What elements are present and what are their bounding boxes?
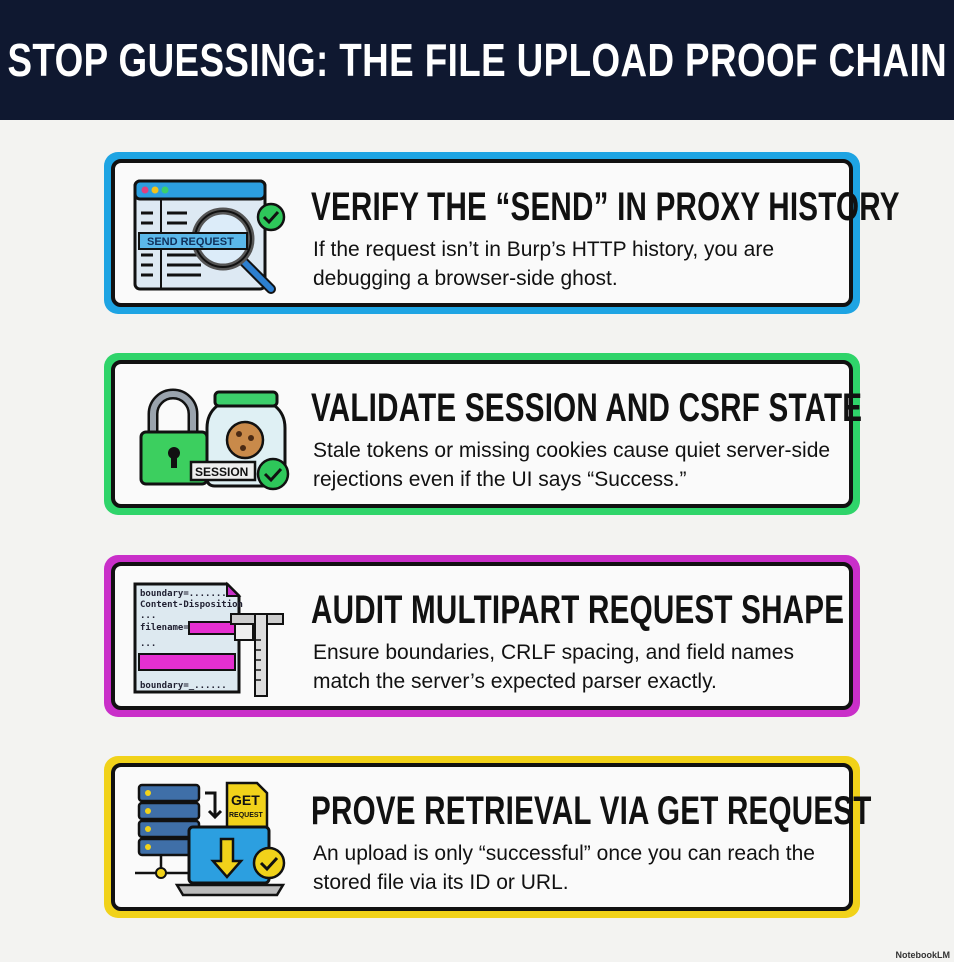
multipart-caliper-icon: boundary=....... Content-Disposition ...…	[133, 581, 284, 697]
page-title: STOP GUESSING: THE FILE UPLOAD PROOF CHA…	[7, 34, 947, 86]
browser-magnifier-check-icon: SEND REQUEST	[133, 179, 286, 294]
card-body: An upload is only “successful” once you …	[313, 842, 815, 894]
server-laptop-download-icon: GET REQUEST	[135, 781, 286, 897]
card-verify-send: SEND REQUEST VERIFY THE “SEND” IN PROXY …	[104, 152, 899, 314]
card-body: If the request isn’t in Burp’s HTTP hist…	[313, 238, 775, 290]
notebooklm-watermark: NotebookLM	[895, 950, 951, 960]
card-heading: AUDIT MULTIPART REQUEST SHAPE	[311, 588, 845, 632]
icon-label: SESSION	[195, 465, 248, 479]
icon-line: ...	[140, 611, 156, 621]
icon-label: REQUEST	[229, 812, 264, 819]
card-audit-multipart: boundary=....... Content-Disposition ...…	[104, 555, 860, 717]
card-prove-retrieval: GET REQUEST PROVE RETRIEVAL VIA GET REQU…	[104, 756, 871, 918]
card-validate-session: SESSION VALIDATE SESSION AND CSRF STATE …	[104, 353, 863, 515]
card-body: Ensure boundaries, CRLF spacing, and fie…	[313, 641, 794, 693]
icon-line: ...	[140, 639, 156, 649]
icon-label: GET	[231, 792, 260, 808]
icon-line: boundary=.......	[140, 589, 227, 599]
icon-label: SEND REQUEST	[147, 236, 234, 248]
header: STOP GUESSING: THE FILE UPLOAD PROOF CHA…	[0, 0, 954, 120]
icon-line: filename=	[140, 622, 189, 633]
icon-line: boundary=_......	[140, 681, 227, 691]
card-heading: VERIFY THE “SEND” IN PROXY HISTORY	[311, 185, 900, 229]
card-heading: PROVE RETRIEVAL VIA GET REQUEST	[311, 789, 872, 833]
card-body: Stale tokens or missing cookies cause qu…	[313, 439, 831, 491]
icon-line: Content-Disposition	[140, 599, 243, 610]
lock-cookie-jar-icon: SESSION	[139, 388, 290, 491]
card-heading: VALIDATE SESSION AND CSRF STATE	[311, 386, 863, 430]
